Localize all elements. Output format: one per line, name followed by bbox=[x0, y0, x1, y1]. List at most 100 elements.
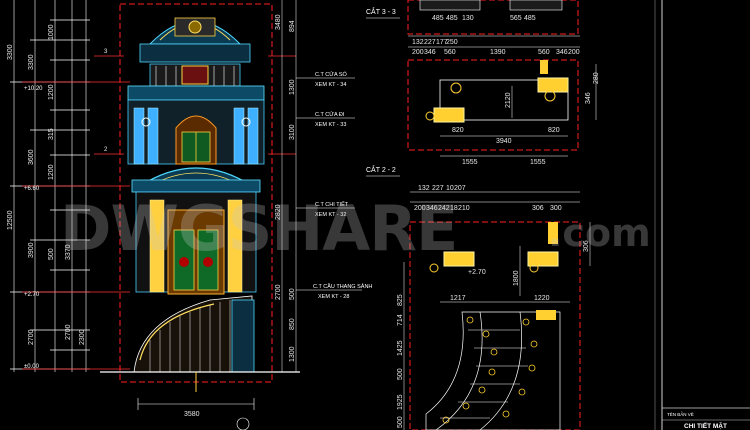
callout-title: C.T CỬA ĐI bbox=[315, 111, 345, 118]
dim-text: 207 bbox=[454, 185, 466, 192]
dim-text: 346 bbox=[426, 205, 438, 212]
dim-text: 346 bbox=[556, 49, 568, 56]
dim-text: 210 bbox=[458, 205, 470, 212]
dim-text: 200 bbox=[414, 205, 426, 212]
level-label: +6.60 bbox=[24, 186, 40, 192]
dim-text: 560 bbox=[538, 49, 550, 56]
dim-text: 227 bbox=[424, 39, 436, 46]
title-block-label: TÊN BẢN VẼ bbox=[667, 410, 694, 417]
dim-text: 485 bbox=[524, 15, 536, 22]
grid-marker: 2 bbox=[104, 147, 108, 153]
dim-text: 1555 bbox=[530, 159, 546, 166]
dim-text: 3600 bbox=[28, 149, 35, 165]
dim-text: 1300 bbox=[289, 346, 296, 362]
dim-text: 1800 bbox=[513, 270, 520, 286]
dim-text: 1200 bbox=[48, 164, 55, 180]
dim-text: 485 bbox=[446, 15, 458, 22]
callout-title: C.T CỬA SỔ bbox=[315, 71, 348, 78]
dim-text: 1220 bbox=[534, 295, 550, 302]
grid-marker: 3 bbox=[104, 49, 108, 55]
dim-text: 1300 bbox=[289, 79, 296, 95]
dim-text: 200 bbox=[412, 49, 424, 56]
dim-text: 560 bbox=[444, 49, 456, 56]
level-label: +10.20 bbox=[24, 86, 43, 92]
dim-text: 500 bbox=[397, 368, 404, 380]
dim-text: 306 bbox=[532, 205, 544, 212]
dim-text: 3300 bbox=[7, 44, 14, 60]
dim-text: 1217 bbox=[450, 295, 466, 302]
level-label: +2.70 bbox=[24, 292, 40, 298]
dim-text: 3940 bbox=[496, 138, 512, 145]
callout-ref: XEM KT - 28 bbox=[318, 294, 349, 300]
callout-title: C.T CẦU THANG SẢNH bbox=[313, 283, 372, 290]
watermark: DWGSHARE .com bbox=[60, 192, 651, 265]
section-title: CẮT 3 - 3 bbox=[366, 7, 396, 16]
dim-text: 200 bbox=[568, 49, 580, 56]
dim-text: 3900 bbox=[28, 242, 35, 258]
dim-text: 306 bbox=[583, 240, 590, 252]
dim-text: 2700 bbox=[275, 284, 282, 300]
dim-text: 485 bbox=[432, 15, 444, 22]
dim-text: 820 bbox=[548, 127, 560, 134]
watermark-suffix: .com bbox=[548, 211, 651, 255]
dim-text: 2700 bbox=[65, 324, 72, 340]
dim-text: 1925 bbox=[397, 394, 404, 410]
dim-text: 894 bbox=[289, 20, 296, 32]
dim-text: 250 bbox=[446, 39, 458, 46]
left-dimension-chains bbox=[10, 0, 130, 372]
dim-text: 3100 bbox=[289, 124, 296, 140]
dim-text: 1000 bbox=[48, 24, 55, 40]
dim-text: 280 bbox=[593, 72, 600, 84]
level-label: ±0.00 bbox=[24, 364, 40, 370]
dim-text: 10 bbox=[446, 185, 454, 192]
dim-text: 500 bbox=[48, 248, 55, 260]
level-markers: +10.20 +6.60 +2.70 ±0.00 bbox=[24, 86, 43, 370]
dim-text: 1555 bbox=[462, 159, 478, 166]
dim-text: 346 bbox=[424, 49, 436, 56]
dim-text: 565 bbox=[510, 15, 522, 22]
section-2-2[interactable]: CẮT 2 - 2 132 227 10 207 200 346 242 18 … bbox=[366, 165, 591, 430]
dim-text: 1200 bbox=[48, 84, 55, 100]
dim-text: 132 bbox=[412, 39, 424, 46]
dim-text: 2700 bbox=[28, 329, 35, 345]
dim-text: 820 bbox=[452, 127, 464, 134]
dim-text: 315 bbox=[48, 128, 55, 140]
title-block: TÊN BẢN VẼ CHI TIẾT MẶT bbox=[667, 410, 727, 430]
dim-text: 3300 bbox=[28, 54, 35, 70]
level-label: +2.70 bbox=[468, 269, 486, 276]
title-block-title: CHI TIẾT MẶT bbox=[684, 420, 727, 430]
dim-text: 850 bbox=[289, 318, 296, 330]
dim-text: 3370 bbox=[65, 244, 72, 260]
watermark-main: DWGSHARE bbox=[60, 192, 457, 265]
dim-text: 132 bbox=[418, 185, 430, 192]
dim-text: 177 bbox=[436, 39, 448, 46]
dim-text: 2820 bbox=[275, 204, 282, 220]
dim-text: 1390 bbox=[490, 49, 506, 56]
right-dimension-chains: 3480 894 1300 3100 2820 2700 500 850 130… bbox=[275, 0, 297, 372]
callout-ref: XEM KT - 32 bbox=[315, 212, 346, 218]
callout-title: C.T CHI TIẾT bbox=[315, 201, 349, 208]
dim-text: 500 bbox=[289, 288, 296, 300]
dim-text: 3480 bbox=[275, 14, 282, 30]
callout-ref: XEM KT - 33 bbox=[315, 122, 346, 128]
facade-elevation[interactable] bbox=[100, 3, 300, 392]
dim-text: 825 bbox=[397, 294, 404, 306]
dim-text: 12500 bbox=[7, 210, 14, 230]
bottom-dimension: 3580 bbox=[137, 398, 255, 430]
dim-text: 130 bbox=[462, 15, 474, 22]
dim-text: 227 bbox=[432, 185, 444, 192]
section-title: CẮT 2 - 2 bbox=[366, 165, 396, 174]
callout-ref: XEM KT - 34 bbox=[315, 82, 346, 88]
dim-text: 1425 bbox=[397, 340, 404, 356]
drawing-frame bbox=[654, 0, 750, 430]
dim-text: 500 bbox=[397, 416, 404, 428]
dim-text: 242 bbox=[438, 205, 450, 212]
dim-text: 2120 bbox=[505, 92, 512, 108]
dim-text: 3580 bbox=[184, 411, 200, 418]
section-3-3[interactable]: CẮT 3 - 3 485 485 130 565 485 132 227 17… bbox=[366, 0, 600, 166]
dim-text: 2300 bbox=[79, 329, 86, 345]
dim-text: 300 bbox=[550, 205, 562, 212]
dim-text: 714 bbox=[397, 314, 404, 326]
callout-notes: C.T CỬA SỔ XEM KT - 34 C.T CỬA ĐI XEM KT… bbox=[296, 71, 372, 300]
